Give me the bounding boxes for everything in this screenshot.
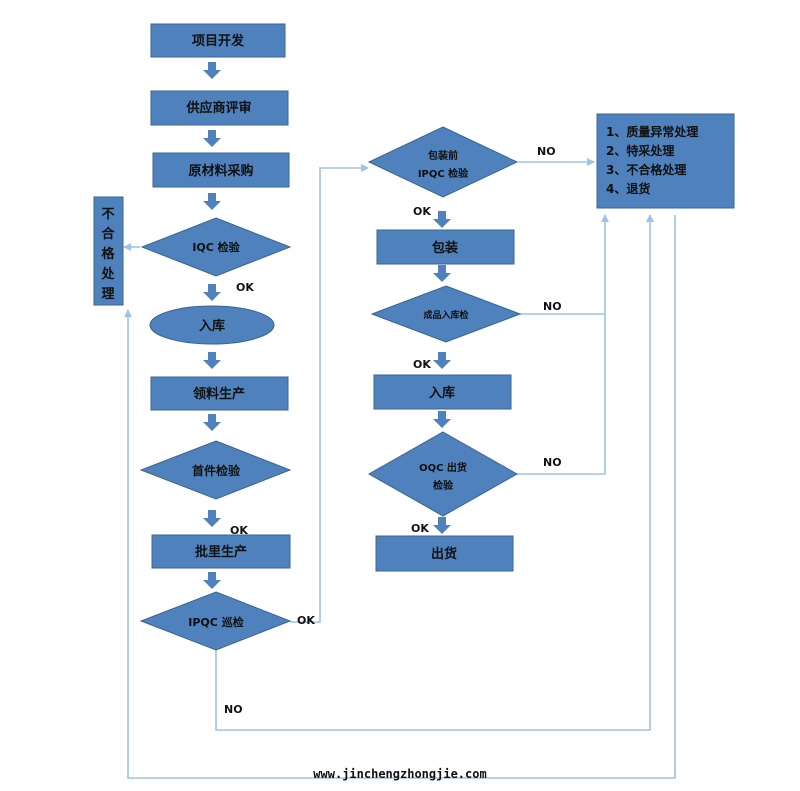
connector-return-loop: [124, 215, 676, 779]
node-packing-label: 包装: [432, 240, 458, 256]
connector-finished-no: [520, 214, 609, 315]
arrow-12: [433, 411, 451, 428]
arrow-5: [203, 352, 221, 369]
node-finished-goods-label: 成品入库检: [423, 309, 468, 321]
arrow-8: [203, 572, 221, 589]
node-first-article-inspection: 首件检验: [139, 440, 292, 500]
node-material-purchase-label: 原材料采购: [188, 163, 253, 179]
arrow-13: [433, 517, 451, 534]
connector-ipqc-no: [215, 214, 654, 731]
node-prepack-line2: IPQC 检验: [418, 167, 469, 180]
footer-url: www.jinchengzhongjie.com: [313, 767, 486, 781]
label-ipqc-no: NO: [224, 703, 243, 716]
node-stock-in-2: 入库: [373, 374, 512, 410]
node-oqc-inspection: OQC 出货 检验: [367, 431, 519, 517]
node-ipqc-patrol-label: IPQC 巡检: [188, 615, 243, 629]
node-prepack-inspection: 包装前 IPQC 检验: [367, 126, 519, 198]
handling-item-4: 4、退货: [606, 181, 650, 196]
node-material-production-label: 领料生产: [193, 386, 245, 402]
label-oqc-ok: OK: [411, 522, 429, 535]
handling-item-3: 3、不合格处理: [606, 162, 686, 177]
label-first-ok: OK: [230, 524, 248, 537]
label-oqc-no: NO: [543, 456, 562, 469]
node-finished-goods-inspection: 成品入库检: [370, 285, 522, 343]
handling-item-1: 1、质量异常处理: [606, 124, 698, 139]
label-finished-no: NO: [543, 300, 562, 313]
node-material-production: 领料生产: [150, 376, 289, 411]
node-ipqc-patrol: IPQC 巡检: [139, 591, 292, 651]
arrow-4: [203, 284, 221, 301]
arrow-2: [203, 130, 221, 147]
arrow-11: [433, 352, 451, 369]
node-mass-production: 批里生产: [151, 534, 291, 569]
node-iqc-inspection: IQC 检验: [140, 217, 292, 277]
arrow-1: [203, 62, 221, 79]
node-supplier-review-label: 供应商评审: [185, 100, 251, 116]
node-project-dev-label: 项目开发: [192, 33, 245, 49]
node-stock-in-2-label: 入库: [429, 385, 455, 401]
down-arrows: [203, 62, 451, 589]
node-supplier-review: 供应商评审: [150, 90, 289, 126]
arrow-3: [203, 193, 221, 210]
arrow-9: [433, 211, 451, 228]
label-prepack-ok: OK: [413, 205, 431, 218]
reject-char-4: 处: [100, 266, 115, 282]
node-stock-in-label: 入库: [199, 318, 225, 334]
node-oqc-line2: 检验: [433, 479, 454, 492]
reject-char-2: 合: [101, 226, 115, 242]
arrow-7: [203, 510, 221, 527]
connector-oqc-no: [516, 314, 606, 475]
label-ipqc-ok: OK: [297, 614, 315, 627]
reject-char-5: 理: [101, 287, 114, 302]
node-exception-handling: 1、质量异常处理 2、特采处理 3、不合格处理 4、退货: [596, 113, 735, 209]
arrow-6: [203, 414, 221, 431]
node-iqc-inspection-label: IQC 检验: [192, 240, 240, 254]
node-oqc-line1: OQC 出货: [419, 461, 467, 474]
node-packing: 包装: [376, 229, 515, 265]
label-prepack-no: NO: [537, 145, 556, 158]
node-stock-in: 入库: [149, 305, 275, 345]
node-first-article-inspection-label: 首件检验: [192, 463, 241, 478]
node-prepack-line1: 包装前: [428, 149, 458, 162]
node-project-dev: 项目开发: [150, 23, 286, 58]
handling-item-2: 2、特采处理: [606, 143, 674, 158]
node-ship: 出货: [375, 535, 514, 572]
label-finished-ok: OK: [413, 358, 431, 371]
connector-ipqc-ok: [290, 164, 369, 623]
arrow-10: [433, 265, 451, 282]
node-nonconforming-handling: 不 合 格 处 理: [93, 196, 124, 306]
reject-char-3: 格: [101, 246, 115, 262]
node-ship-label: 出货: [431, 546, 457, 562]
reject-char-1: 不: [101, 207, 114, 222]
node-material-purchase: 原材料采购: [152, 152, 290, 188]
label-iqc-ok: OK: [236, 281, 254, 294]
node-mass-production-label: 批里生产: [195, 544, 247, 560]
